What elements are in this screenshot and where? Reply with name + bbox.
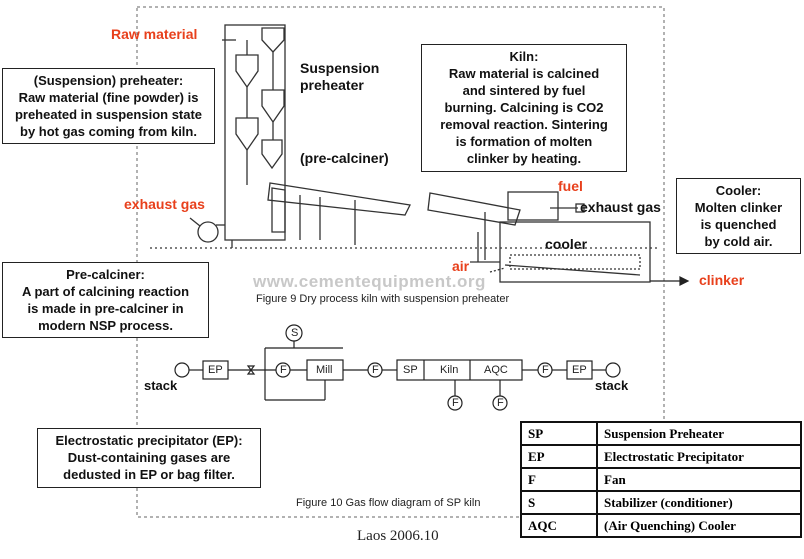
rotary-kiln xyxy=(150,182,660,260)
label-clinker: clinker xyxy=(699,272,745,288)
flow-fan-4: F xyxy=(452,397,459,409)
preheater-box-line-4: by hot gas coming from kiln. xyxy=(20,124,197,139)
cooler-box-line-3: is quenched xyxy=(700,217,777,232)
cooler-box-line-2: Molten clinker xyxy=(694,200,783,215)
legend-row: EP Electrostatic Precipitator xyxy=(520,444,802,469)
suspension-preheater-line-1: Suspension xyxy=(300,60,380,76)
kiln-box-line-1: Kiln: xyxy=(509,49,539,64)
flow-aqc: AQC xyxy=(484,364,508,376)
label-pre-calciner: (pre-calciner) xyxy=(300,150,389,166)
legend-meaning: Stabilizer (conditioner) xyxy=(596,490,802,515)
kiln-box-line-7: clinker by heating. xyxy=(466,151,582,166)
legend-abbr: F xyxy=(520,467,598,492)
label-suspension-preheater: Suspension preheater xyxy=(300,60,379,94)
footer-location-date: Laos 2006.10 xyxy=(357,528,439,544)
preheater-info-box: (Suspension) preheater: Raw material (fi… xyxy=(2,68,215,144)
kiln-info-box: Kiln: Raw material is calcined and sinte… xyxy=(421,44,627,172)
legend-row: SP Suspension Preheater xyxy=(520,421,802,446)
legend-meaning: Fan xyxy=(596,467,802,492)
legend-abbr: S xyxy=(520,490,598,515)
stack-label-right: stack xyxy=(595,378,629,393)
precalciner-box-line-1: Pre-calciner: xyxy=(66,267,145,282)
stack-label-left: stack xyxy=(144,378,178,393)
kiln-box-line-3: and sintered by fuel xyxy=(462,83,586,98)
cooler-box-line-4: by cold air. xyxy=(704,234,773,249)
precalciner-box-line-2: A part of calcining reaction xyxy=(21,284,190,299)
flow-mill: Mill xyxy=(316,364,333,376)
label-cooler: cooler xyxy=(545,236,588,252)
legend-row: S Stabilizer (conditioner) xyxy=(520,490,802,515)
flow-fan-2: F xyxy=(372,364,379,376)
abbreviation-legend: SP Suspension Preheater EP Electrostatic… xyxy=(520,421,802,538)
flow-fan-5: F xyxy=(497,397,504,409)
flow-stabilizer: S xyxy=(291,327,299,339)
exhaust-fan xyxy=(189,217,225,243)
flow-fan-3: F xyxy=(542,364,549,376)
kiln-box-line-4: burning. Calcining is CO2 xyxy=(444,100,604,115)
ep-info-box: Electrostatic precipitator (EP): Dust-co… xyxy=(37,428,261,488)
legend-abbr: AQC xyxy=(520,513,598,538)
gas-flow-diagram xyxy=(174,324,621,411)
legend-meaning: Suspension Preheater xyxy=(596,421,802,446)
flow-fan-1: F xyxy=(280,364,287,376)
legend-row: AQC (Air Quenching) Cooler xyxy=(520,513,802,538)
label-fuel: fuel xyxy=(558,178,583,194)
ep-box-line-3: dedusted in EP or bag filter. xyxy=(63,467,235,482)
ep-box-line-1: Electrostatic precipitator (EP): xyxy=(55,433,243,448)
flow-kiln: Kiln xyxy=(440,364,459,376)
kiln-box-line-6: is formation of molten xyxy=(455,134,593,149)
label-raw-material: Raw material xyxy=(111,26,198,42)
label-air: air xyxy=(452,258,470,274)
suspension-preheater-line-2: preheater xyxy=(300,77,364,93)
preheater-box-line-2: Raw material (fine powder) is xyxy=(18,90,199,105)
cooler-box-line-1: Cooler: xyxy=(715,183,762,198)
figure-9-caption: Figure 9 Dry process kiln with suspensio… xyxy=(256,293,510,305)
preheater-box-line-1: (Suspension) preheater: xyxy=(33,73,184,88)
legend-row: F Fan xyxy=(520,467,802,492)
label-exhaust-gas: exhaust gas xyxy=(124,196,205,212)
precalciner-box-line-4: modern NSP process. xyxy=(38,318,173,333)
figure-10-caption: Figure 10 Gas flow diagram of SP kiln xyxy=(296,497,481,509)
legend-abbr: SP xyxy=(520,421,598,446)
preheater-box-line-3: preheated in suspension state xyxy=(14,107,203,122)
preheater-tower xyxy=(222,24,286,248)
precalciner-box-line-3: is made in pre-calciner in xyxy=(27,301,184,316)
ep-box-line-2: Dust-containing gases are xyxy=(67,450,231,465)
legend-abbr: EP xyxy=(520,444,598,469)
legend-meaning: Electrostatic Precipitator xyxy=(596,444,802,469)
watermark: www.cementequipment.org xyxy=(253,272,486,291)
flow-sp: SP xyxy=(403,364,418,376)
label-exhaust-gas-right: exhaust gas xyxy=(580,199,661,215)
legend-meaning: (Air Quenching) Cooler xyxy=(596,513,802,538)
clinker-arrow xyxy=(650,276,690,286)
cooler-info-box: Cooler: Molten clinker is quenched by co… xyxy=(676,178,801,254)
cooler-unit xyxy=(470,221,651,283)
kiln-box-line-2: Raw material is calcined xyxy=(448,66,600,81)
flow-ep-left: EP xyxy=(208,364,223,376)
precalciner-info-box: Pre-calciner: A part of calcining reacti… xyxy=(2,262,209,338)
flow-ep-right: EP xyxy=(572,364,587,376)
kiln-hood xyxy=(507,191,585,221)
kiln-box-line-5: removal reaction. Sintering xyxy=(440,117,608,132)
